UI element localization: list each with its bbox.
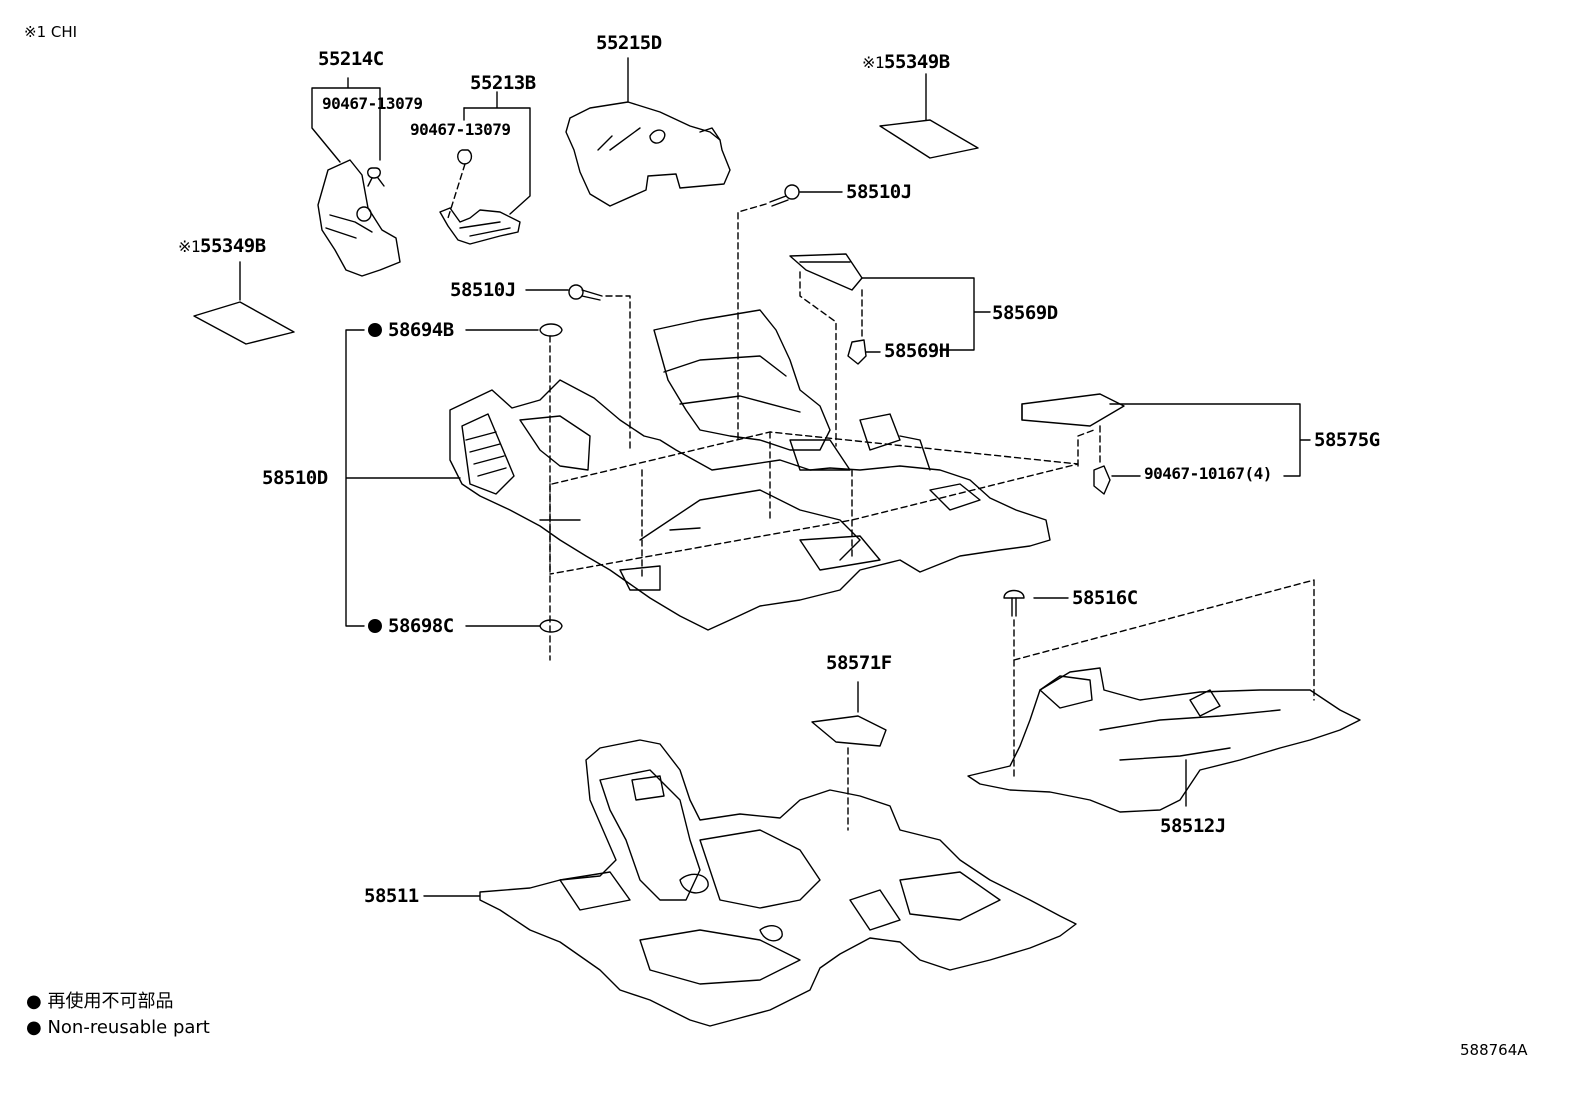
part-58694B-drawing	[345, 323, 563, 661]
label-58510J-mid[interactable]: 58510J	[450, 279, 516, 301]
legend-symbol: ●	[26, 991, 42, 1012]
part-55213B-drawing	[439, 91, 531, 245]
part-number: 58698C	[388, 615, 454, 637]
diagram-id: 588764A	[1460, 1041, 1528, 1059]
label-90467-10167[interactable]: 90467-10167(4)	[1144, 464, 1272, 483]
label-58510J-top[interactable]: 58510J	[846, 181, 912, 203]
label-58512J[interactable]: 58512J	[1160, 815, 1226, 837]
legend-symbol: ●	[26, 1017, 42, 1038]
label-58569D[interactable]: 58569D	[992, 302, 1058, 324]
label-58571F[interactable]: 58571F	[826, 652, 892, 674]
ref-mark: ※1	[862, 53, 885, 72]
part-58575G-drawing	[1021, 393, 1311, 495]
part-58511-drawing	[423, 739, 1077, 1027]
label-58575G[interactable]: 58575G	[1314, 429, 1380, 451]
label-55349B-right[interactable]: ※155349B	[862, 53, 950, 72]
label-58516C[interactable]: 58516C	[1072, 587, 1138, 609]
part-55214C-drawing	[311, 77, 401, 277]
part-55349B-left-drawing	[193, 261, 295, 345]
legend-japanese-text: 再使用不可部品	[47, 991, 174, 1012]
part-58510J-mid-drawing	[525, 284, 631, 451]
label-55215D[interactable]: 55215D	[596, 32, 662, 54]
part-58512J-drawing	[967, 579, 1361, 813]
part-55349B-right-drawing	[879, 73, 979, 159]
part-number: 55349B	[200, 235, 266, 257]
ref-mark: ※1	[178, 237, 201, 256]
part-58510D-drawing	[449, 309, 1051, 631]
part-number: 58694B	[388, 319, 454, 341]
label-90467-13079-b[interactable]: 90467-13079	[410, 120, 511, 139]
part-55215D-drawing	[565, 57, 731, 207]
legend-english-text: Non-reusable part	[47, 1017, 210, 1038]
label-58510D[interactable]: 58510D	[262, 467, 328, 489]
legend-japanese: ● 再使用不可部品	[26, 993, 173, 1011]
part-number: 55349B	[884, 51, 950, 73]
label-58694B[interactable]: 58694B	[368, 321, 454, 340]
label-58698C[interactable]: 58698C	[368, 617, 454, 636]
non-reusable-icon	[368, 323, 382, 337]
label-55214C[interactable]: 55214C	[318, 48, 384, 70]
part-58569D-drawing	[789, 253, 991, 447]
label-58569H[interactable]: 58569H	[884, 340, 950, 362]
header-note: ※1 CHI	[24, 23, 78, 41]
non-reusable-icon	[368, 619, 382, 633]
part-58510J-top-drawing	[737, 184, 843, 441]
label-90467-13079-a[interactable]: 90467-13079	[322, 94, 423, 113]
label-58511[interactable]: 58511	[364, 885, 419, 907]
legend-english: ● Non-reusable part	[26, 1019, 210, 1037]
label-55213B[interactable]: 55213B	[470, 72, 536, 94]
part-58571F-drawing	[811, 681, 887, 831]
carpet-attachment-dashes	[549, 431, 1079, 581]
label-55349B-left[interactable]: ※155349B	[178, 237, 266, 256]
